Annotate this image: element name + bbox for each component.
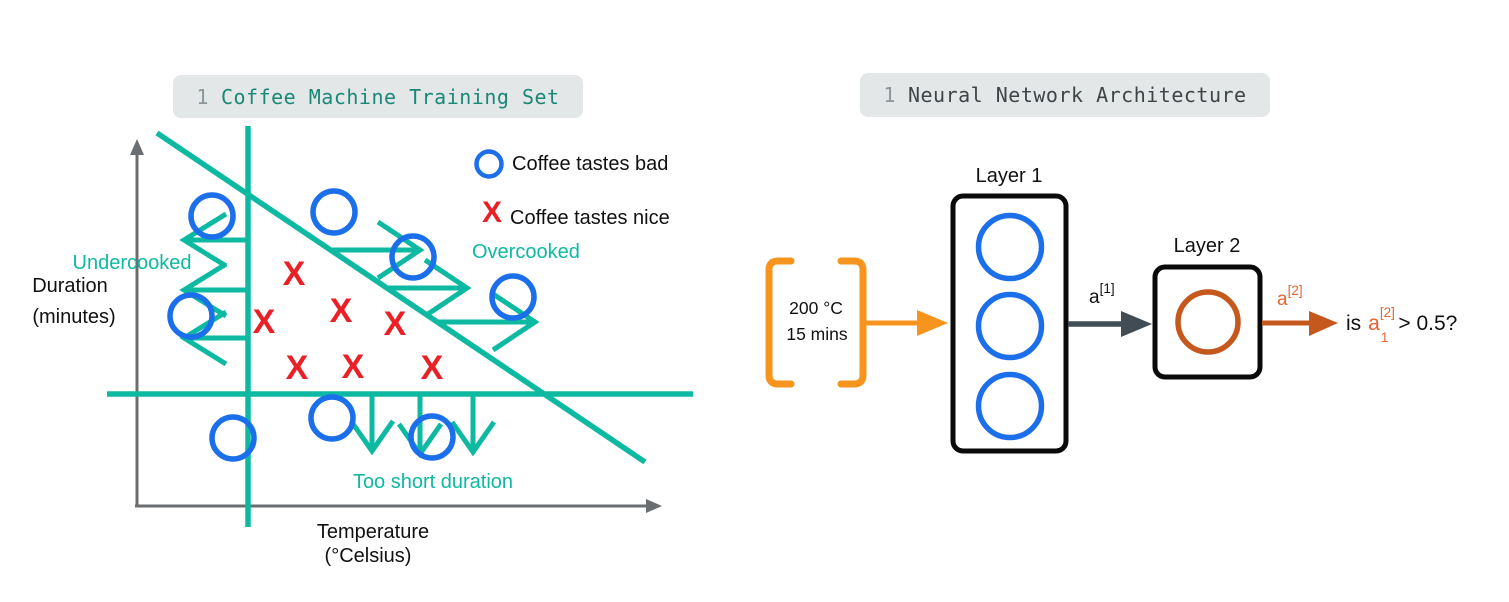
bad-point [489, 273, 537, 321]
layer1-neuron-icon [975, 212, 1045, 282]
y-axis-label-line1: Duration [32, 275, 108, 297]
legend-bad-label: Coffee tastes bad [512, 153, 668, 175]
legend-nice-marker-icon: X [482, 196, 502, 229]
x-axis-label-line1: Temperature [317, 521, 429, 543]
right-bracket-icon [837, 257, 867, 388]
left-title-text: Coffee Machine Training Set [220, 84, 560, 109]
right-title-text: Neural Network Architecture [907, 83, 1247, 107]
nn-architecture-diagram: 200 °C 15 mins Layer 1 a[1] Layer 2 [765, 165, 1457, 454]
bad-point [310, 188, 358, 236]
left-bracket-icon [765, 257, 795, 388]
left-panel-title: 1 Coffee Machine Training Set [173, 75, 583, 118]
nice-point: X [330, 292, 353, 330]
bad-point [408, 413, 456, 461]
x-axis-label-line2: (°Celsius) [325, 545, 412, 567]
question-variable: a [1368, 312, 1380, 335]
nice-point: X [286, 349, 309, 387]
layer1-neurons [975, 212, 1045, 441]
bad-point [209, 414, 257, 462]
activation1-label: a[1] [1089, 281, 1115, 308]
layer2-output-arrowhead-icon [1309, 311, 1338, 336]
legend: Coffee tastes bad X Coffee tastes nice [474, 149, 670, 229]
layer2-neuron-icon [1175, 289, 1241, 355]
bad-coffee-points [167, 188, 537, 462]
question-prefix: is [1346, 312, 1361, 335]
y-axis-label-line2: (minutes) [32, 306, 115, 328]
activation1-superscript: [1] [1100, 281, 1115, 296]
y-axis-arrowhead-icon [130, 139, 144, 155]
input-duration-value: 15 mins [786, 324, 848, 344]
layer1-neuron-icon [975, 371, 1045, 441]
bad-point [188, 192, 236, 240]
nice-point: X [253, 303, 276, 341]
undercooked-label: Undercooked [73, 252, 192, 274]
bad-point [167, 292, 215, 340]
legend-bad-marker-icon [474, 149, 504, 179]
question-subscript: 1 [1381, 330, 1389, 345]
right-panel-title: 1 Neural Network Architecture [860, 73, 1270, 117]
nice-point: X [384, 305, 407, 343]
right-title-number: 1 [883, 83, 896, 107]
question-comparison: > 0.5? [1398, 312, 1457, 335]
layer2-box [1152, 264, 1263, 380]
too-short-duration-label: Too short duration [353, 471, 513, 493]
diagonal-boundary-line [155, 130, 647, 465]
layer1-box [950, 193, 1069, 454]
layer1-label: Layer 1 [976, 165, 1043, 187]
activation2-superscript: [2] [1288, 283, 1303, 298]
layer2-label: Layer 2 [1174, 235, 1241, 257]
activation2-label: a[2] [1277, 283, 1303, 310]
nice-point: X [283, 255, 306, 293]
question-superscript: [2] [1380, 305, 1395, 320]
x-axis-arrowhead-icon [646, 499, 662, 513]
overcooked-arrows [331, 219, 540, 353]
layer1-output-arrowhead-icon [1121, 311, 1152, 337]
input-vector: 200 °C 15 mins [765, 257, 867, 388]
activation2-base: a [1277, 289, 1288, 310]
too-short-arrows [348, 396, 497, 459]
left-title-number: 1 [196, 84, 209, 109]
layer1-neuron-icon [975, 291, 1045, 361]
input-arrowhead-icon [917, 310, 948, 336]
bad-point [389, 233, 437, 281]
overcooked-label: Overcooked [472, 241, 580, 263]
input-temperature-value: 200 °C [789, 298, 843, 318]
nice-point: X [342, 348, 365, 386]
activation1-base: a [1089, 287, 1100, 308]
legend-nice-label: Coffee tastes nice [510, 207, 670, 229]
nice-point: X [421, 349, 444, 387]
bad-point [308, 394, 356, 442]
